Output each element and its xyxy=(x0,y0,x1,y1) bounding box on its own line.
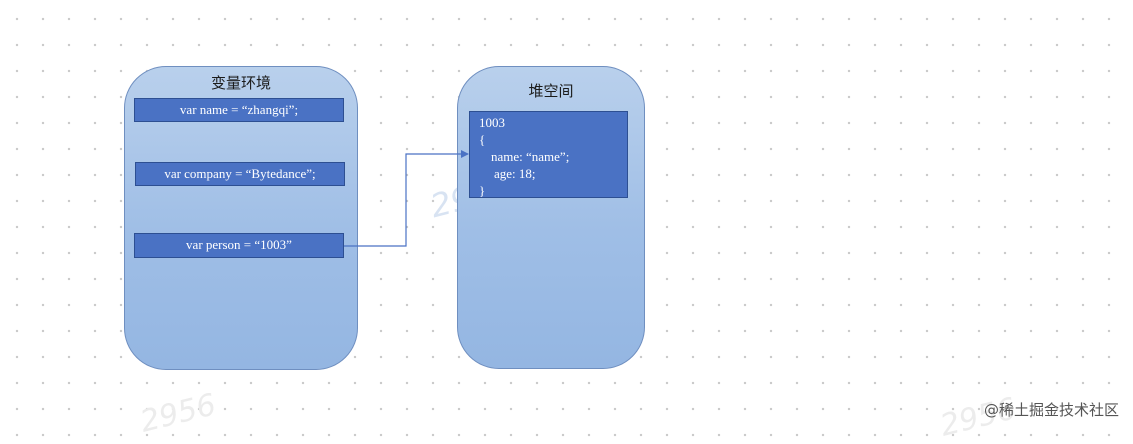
heap-object-box: 1003 { name: “name”; age: 18; } xyxy=(469,111,628,198)
watermark: 2956 xyxy=(136,387,220,440)
var-name-box: var name = “zhangqi”; xyxy=(134,98,344,122)
source-credit: @稀土掘金技术社区 xyxy=(983,401,1119,419)
variable-environment-title: 变量环境 xyxy=(210,74,271,92)
heap-object-prop-age: age: 18; xyxy=(494,166,536,181)
heap-object-prop-name: name: “name”; xyxy=(491,149,570,164)
heap-object-close-brace: } xyxy=(479,183,486,198)
heap-title: 堆空间 xyxy=(528,82,574,100)
heap-object-address: 1003 xyxy=(479,115,505,130)
var-company-box: var company = “Bytedance”; xyxy=(135,162,345,186)
var-person-box: var person = “1003” xyxy=(134,233,344,258)
heap-object-open-brace: { xyxy=(479,132,486,147)
